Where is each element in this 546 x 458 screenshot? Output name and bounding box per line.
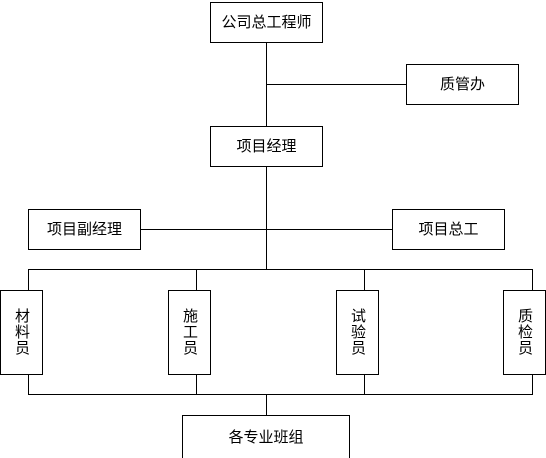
node-chief-engineer-label: 公司总工程师 [221, 13, 312, 31]
node-quality-inspector-label: 质检员 [516, 308, 534, 356]
node-work-teams-label: 各专业班组 [228, 427, 304, 446]
node-construction-officer-label: 施工员 [181, 308, 199, 356]
node-quality-inspector: 质检员 [503, 290, 546, 375]
node-testing-officer-label: 试验员 [349, 308, 367, 356]
node-quality-office-label: 质管办 [439, 75, 485, 93]
node-quality-office: 质管办 [406, 64, 519, 105]
node-deputy-manager-label: 项目副经理 [46, 220, 122, 238]
node-testing-officer: 试验员 [336, 290, 379, 375]
node-project-manager-label: 项目经理 [236, 137, 297, 155]
node-project-chief-engineer-label: 项目总工 [418, 220, 479, 238]
connector-deputy-branch [140, 229, 393, 230]
node-construction-officer: 施工员 [168, 290, 211, 375]
connector-quality-office-branch [266, 84, 406, 85]
node-materials-officer-label: 材料员 [13, 308, 31, 356]
node-materials-officer: 材料员 [0, 290, 43, 375]
connector-manager-to-staff [266, 166, 267, 270]
connector-teams-bus [28, 394, 533, 395]
node-project-chief-engineer: 项目总工 [392, 209, 505, 250]
node-work-teams: 各专业班组 [182, 415, 350, 458]
node-deputy-manager: 项目副经理 [28, 209, 141, 250]
node-chief-engineer: 公司总工程师 [210, 2, 323, 43]
connector-to-work-teams [266, 394, 267, 416]
connector-staff-bus [28, 269, 533, 270]
node-project-manager: 项目经理 [210, 126, 323, 167]
